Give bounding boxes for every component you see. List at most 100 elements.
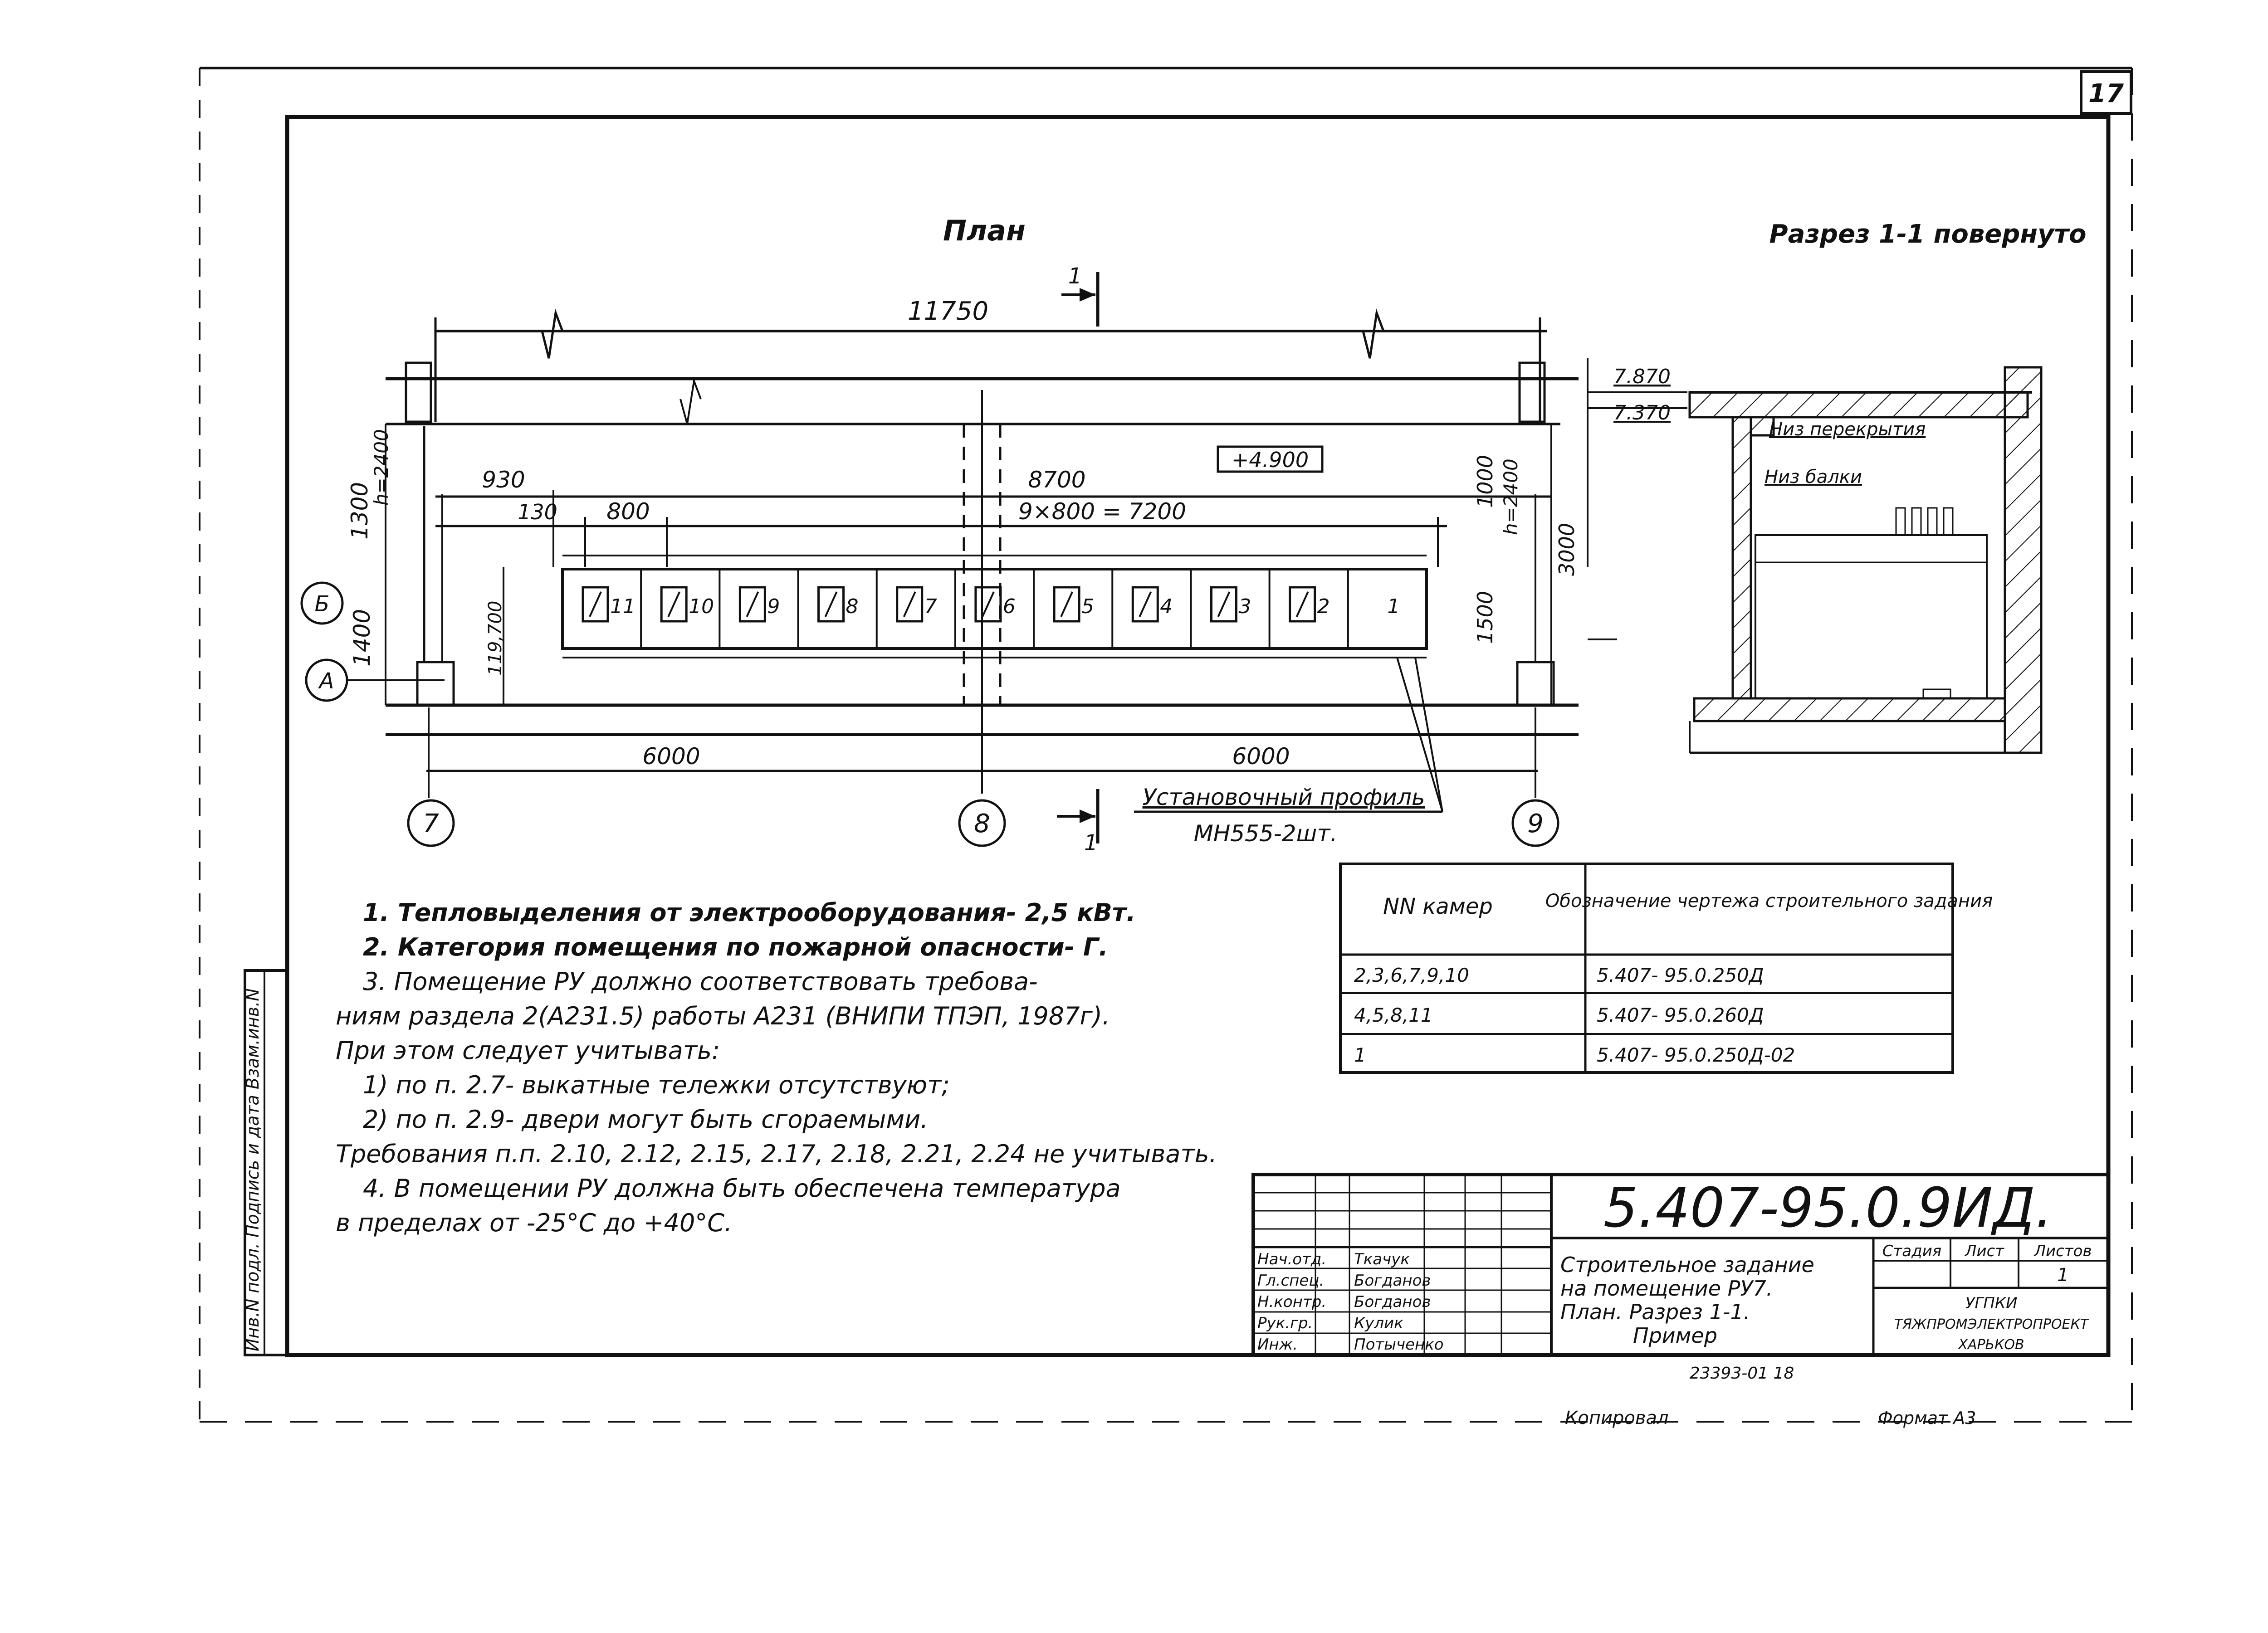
plan-title: План	[943, 214, 1026, 247]
row-label-a: А	[318, 668, 334, 694]
table-cell-designation: 5.407- 95.0.250Д	[1597, 964, 1764, 986]
dim-11750: 1300	[347, 482, 373, 540]
dim-1000: 1000	[1473, 455, 1497, 508]
org-3: ХАРЬКОВ	[1957, 1337, 2024, 1353]
dim-130: 130	[518, 500, 557, 524]
switchgear-cell: 1	[1347, 569, 1400, 648]
doc-description-line: Пример	[1633, 1323, 1717, 1348]
side-stamp: Инв.N подл. Подпись и дата Взам.инв.N	[243, 969, 288, 1356]
sheet-number: 17	[2088, 79, 2124, 108]
switchgear-cell: 11	[582, 586, 635, 623]
note-line: 4. В помещении РУ должна быть обеспечена…	[363, 1174, 1121, 1203]
role-title: Нач.отд.	[1257, 1250, 1326, 1268]
cell-number: 8	[846, 595, 859, 618]
cell-number: 2	[1317, 595, 1330, 618]
level-top: 7.870	[1613, 365, 1671, 388]
switchgear-cell: 4	[1111, 569, 1173, 648]
role-person: Кулик	[1354, 1314, 1403, 1332]
table-cell-designation: 5.407- 95.0.260Д	[1597, 1004, 1764, 1026]
cell-number: 11	[610, 595, 635, 618]
stage-header-sheet: Лист	[1964, 1242, 2004, 1260]
switchgear-cell: 3	[1190, 569, 1251, 648]
section-title: Разрез 1-1 повернуто	[1769, 219, 2087, 249]
footer: Копировал Формат А3	[1565, 1408, 1976, 1428]
cell-number: 7	[924, 595, 937, 618]
sheets-count: 1	[2057, 1265, 2068, 1286]
cell-number: 5	[1081, 595, 1094, 618]
table-cell-designation: 5.407- 95.0.250Д-02	[1597, 1044, 1795, 1066]
breaker-icon	[1210, 586, 1237, 623]
role-person: Богданов	[1354, 1272, 1431, 1290]
breaker-icon	[738, 586, 766, 623]
role-person: Потыченко	[1354, 1336, 1444, 1354]
row-label-b: Б	[315, 591, 330, 617]
role-person: Богданов	[1354, 1293, 1431, 1311]
switchgear-cell: 7	[875, 569, 937, 648]
profile-spec: МН555-2шт.	[1194, 820, 1338, 847]
breaker-icon	[1289, 586, 1316, 623]
dim-1500: 1500	[1473, 591, 1497, 644]
stage-header-stage: Стадия	[1882, 1242, 1941, 1260]
note-line: 3. Помещение РУ должно соответствовать т…	[363, 967, 1038, 996]
org-1: УГПКИ	[1965, 1294, 2018, 1312]
dim-119700: 119,700	[485, 601, 506, 676]
doc-description-line: Строительное задание	[1560, 1253, 1814, 1277]
cell-number: 10	[689, 595, 714, 618]
profile-label: Установочный профиль	[1143, 784, 1425, 810]
dim-8700: 8700	[1028, 467, 1085, 493]
dim-h2400-right: h=2400	[1500, 458, 1522, 535]
footer-copied: Копировал	[1565, 1408, 1669, 1428]
breaker-icon	[1131, 586, 1159, 623]
table-header-designation: Обозначение чертежа строительного задани…	[1545, 891, 1993, 912]
dim-930: 930	[482, 467, 525, 493]
label-slab: Низ перекрытия	[1769, 419, 1926, 440]
dim-overall: 11750	[908, 297, 988, 326]
org-2: ТЯЖПРОМЭЛЕКТРОПРОЕКТ	[1894, 1316, 2090, 1332]
cell-number: 4	[1160, 595, 1173, 618]
sheet-frame: 17	[199, 67, 2133, 1424]
section-mark-bottom: 1	[1084, 830, 1098, 856]
cell-number: 3	[1238, 595, 1251, 618]
technical-notes: 1. Тепловыделения от электрооборудования…	[336, 896, 1217, 1240]
doc-description-line: План. Разрез 1-1.	[1560, 1300, 1750, 1324]
title-block: Нач.отд.ТкачукГл.спец.БогдановН.контр.Бо…	[1251, 1173, 2110, 1383]
dim-6000-left: 6000	[642, 743, 700, 770]
axis-9: 9	[1527, 809, 1544, 838]
note-line: Требования п.п. 2.10, 2.12, 2.15, 2.17, …	[336, 1140, 1217, 1168]
doc-code: 5.407-95.0.9ИД.	[1603, 1177, 2053, 1240]
switchgear-cell: 5	[1033, 569, 1094, 648]
archive-number: 23393-01 18	[1690, 1364, 1794, 1383]
role-title: Гл.спец.	[1257, 1272, 1324, 1290]
note-line: 2) по п. 2.9- двери могут быть сгораемым…	[363, 1105, 929, 1134]
table-cell-cameras: 1	[1354, 1044, 1366, 1066]
dim-h2400-left: h=2400	[370, 429, 392, 506]
axis-8: 8	[974, 809, 990, 838]
footer-format: Формат А3	[1878, 1408, 1976, 1428]
switchgear-cell: 8	[797, 569, 859, 648]
breaker-icon	[582, 586, 609, 623]
dim-3000: 3000	[1554, 523, 1579, 576]
role-title: Рук.гр.	[1257, 1314, 1313, 1332]
dim-800: 800	[606, 498, 650, 525]
stage-header-sheets: Листов	[2033, 1242, 2092, 1260]
breaker-icon	[974, 586, 1002, 623]
level-mark: +4.900	[1232, 448, 1309, 472]
note-line: 1) по п. 2.7- выкатные тележки отсутству…	[363, 1071, 950, 1099]
side-stamp-label: Инв.N подл. Подпись и дата Взам.инв.N	[243, 988, 263, 1351]
role-title: Инж.	[1257, 1336, 1298, 1354]
switchgear-cell: 9	[719, 569, 780, 648]
switchgear-cell: 10	[640, 569, 714, 648]
table-header-cameras: NN камер	[1383, 894, 1493, 919]
plan-view: План 1300 11750 1	[300, 214, 1579, 856]
axis-7: 7	[423, 809, 439, 838]
reference-table: NN камер Обозначение чертежа строительно…	[1339, 863, 1993, 1074]
table-cell-cameras: 2,3,6,7,9,10	[1354, 964, 1469, 986]
breaker-icon	[817, 586, 845, 623]
breaker-icon	[1053, 586, 1080, 623]
note-line: При этом следует учитывать:	[336, 1036, 720, 1065]
note-line: 1. Тепловыделения от электрооборудования…	[363, 898, 1136, 927]
note-line: 2. Категория помещения по пожарной опасн…	[363, 933, 1108, 961]
level-beam: 7.370	[1613, 401, 1671, 424]
dim-9x800: 9×800 = 7200	[1018, 498, 1186, 525]
